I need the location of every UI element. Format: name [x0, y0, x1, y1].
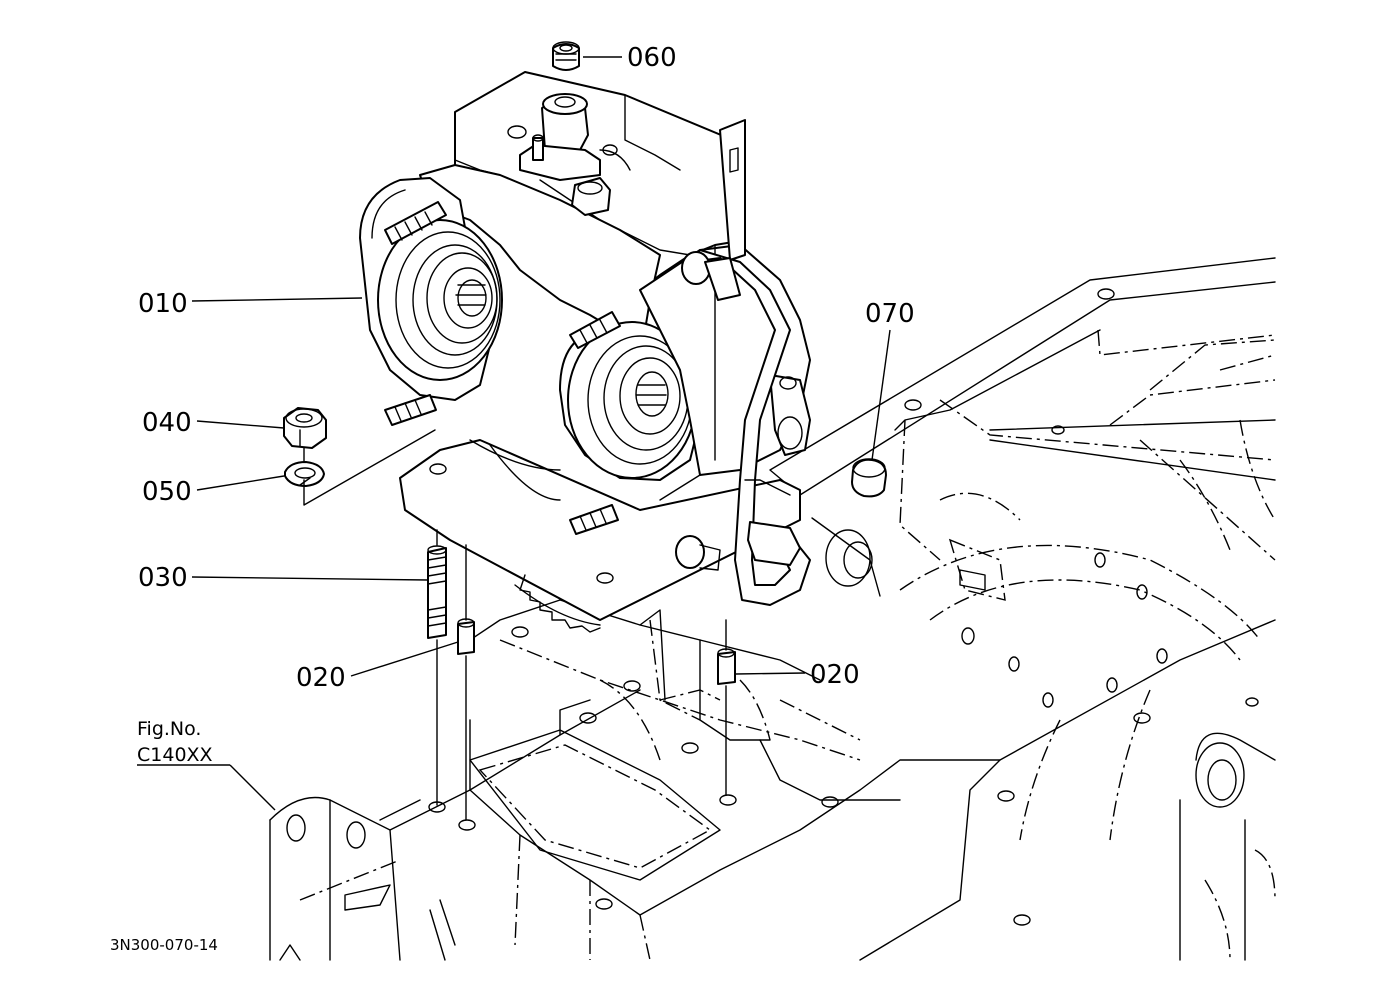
callout-010: 010 [138, 289, 188, 319]
part-070-plug [851, 458, 887, 498]
fig-no-label: Fig.No. [137, 718, 201, 740]
case-bolt-holes [428, 288, 1259, 926]
callout-020-left: 020 [296, 663, 346, 693]
callout-060: 060 [627, 43, 677, 73]
part-030-stud [427, 529, 447, 806]
callout-labels: 060 010 070 040 050 030 020 020 Fig.No. … [110, 43, 915, 954]
callout-070: 070 [865, 299, 915, 329]
fig-no-value: C140XX [137, 744, 213, 766]
callout-020-right: 020 [810, 660, 860, 690]
part-050-lock-washer [284, 429, 436, 506]
callout-040: 040 [142, 408, 192, 438]
part-040-nut [283, 407, 327, 449]
leader-lines [137, 56, 891, 811]
drawing-code: 3N300-070-14 [110, 936, 218, 954]
callout-030: 030 [138, 563, 188, 593]
part-020-dowel-pins [457, 544, 736, 821]
pump-studs [384, 201, 621, 535]
part-060-plug [552, 41, 580, 71]
hydraulic-pump-assembly [359, 71, 811, 633]
callout-050: 050 [142, 477, 192, 507]
transmission-case [269, 257, 1276, 961]
